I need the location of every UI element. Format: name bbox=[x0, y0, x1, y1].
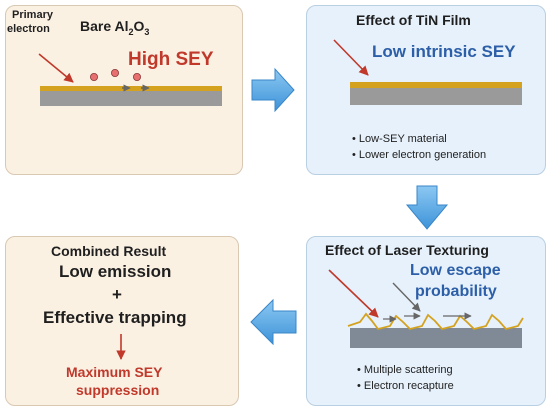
laser-bullet-1: Multiple scattering bbox=[357, 362, 454, 378]
substrate-laser bbox=[350, 328, 522, 348]
tin-bullet-list: Low-SEY material Lower electron generati… bbox=[352, 131, 486, 163]
substrate-tin bbox=[350, 88, 522, 105]
primary-electron-arrow-laser bbox=[328, 269, 379, 318]
tin-bullet-2: Lower electron generation bbox=[352, 147, 486, 163]
maximum-sey-label-line2: suppression bbox=[76, 382, 160, 398]
secondary-electron-1 bbox=[90, 73, 99, 82]
panel-title-laser: Effect of Laser Texturing bbox=[325, 242, 489, 258]
maximum-sey-label-line1: Maximum SEY bbox=[66, 364, 163, 380]
substrate-bare bbox=[40, 91, 222, 106]
laser-texture-surface bbox=[347, 312, 524, 331]
primary-electron-arrow-tin bbox=[333, 39, 369, 76]
panel-title-bare: Bare Al2O3 bbox=[80, 18, 150, 37]
tin-bullet-1: Low-SEY material bbox=[352, 131, 486, 147]
secondary-electron-2 bbox=[111, 69, 120, 78]
panel-title-combined: Combined Result bbox=[51, 243, 167, 259]
primary-electron-arrow-bare bbox=[38, 53, 74, 83]
secondary-electron-3 bbox=[132, 73, 141, 82]
coating-layer-bare bbox=[40, 86, 222, 91]
tin-coating-layer bbox=[350, 82, 522, 88]
laser-bullet-2: Electron recapture bbox=[357, 378, 454, 394]
panel-title-tin: Effect of TiN Film bbox=[356, 12, 471, 28]
panel-combined-result bbox=[5, 236, 239, 406]
primary-electron-label-line2: electron bbox=[7, 23, 50, 35]
plus-sign: + bbox=[112, 285, 122, 304]
flow-arrow-down bbox=[405, 185, 449, 230]
low-escape-label-line1: Low escape bbox=[410, 262, 501, 279]
effective-trapping-label: Effective trapping bbox=[43, 308, 187, 327]
incident-arrow-laser bbox=[392, 282, 421, 312]
laser-bullet-list: Multiple scattering Electron recapture bbox=[357, 362, 454, 394]
low-emission-label: Low emission bbox=[59, 262, 172, 281]
primary-electron-label-line1: Primary bbox=[12, 9, 53, 21]
low-escape-label-line2: probability bbox=[415, 283, 497, 300]
high-sey-label: High SEY bbox=[128, 49, 214, 70]
flow-arrow-right bbox=[251, 67, 295, 113]
flow-arrow-left bbox=[250, 298, 297, 346]
low-intrinsic-sey-label: Low intrinsic SEY bbox=[372, 42, 516, 61]
